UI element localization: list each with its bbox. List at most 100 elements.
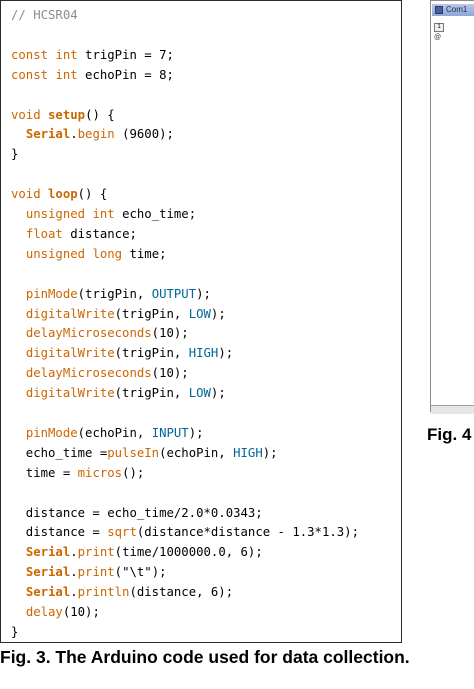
code-line: digitalWrite(trigPin, HIGH); xyxy=(11,343,233,363)
code-token: ); xyxy=(196,286,211,301)
code-token: digitalWrite xyxy=(25,346,115,361)
code-line: echo_time =pulseIn(echoPin, HIGH); xyxy=(11,443,278,463)
code-token: distance; xyxy=(62,226,137,241)
code-token: (trigPin, xyxy=(114,346,189,361)
figure-4-caption: Fig. 4 xyxy=(427,425,472,444)
code-token xyxy=(11,366,26,380)
code-token: (echoPin, xyxy=(159,445,234,460)
code-token xyxy=(11,605,26,619)
code-token: (distance, 6); xyxy=(129,585,234,600)
code-token: HIGH xyxy=(188,346,219,361)
window-title-text: Com1 xyxy=(446,5,468,14)
code-token xyxy=(11,386,26,400)
code-token xyxy=(41,108,48,122)
code-token: long xyxy=(92,246,123,261)
code-line: digitalWrite(trigPin, LOW); xyxy=(11,304,226,324)
code-token: const xyxy=(11,47,49,62)
code-token: LOW xyxy=(188,306,211,321)
code-token: Serial xyxy=(25,585,71,600)
code-token: Serial xyxy=(25,545,71,560)
code-line: Serial.print(time/1000000.0, 6); xyxy=(11,542,263,562)
code-token: delayMicroseconds xyxy=(25,326,152,341)
code-token: print xyxy=(77,565,115,580)
code-token: distance = xyxy=(11,525,108,540)
code-token: void xyxy=(11,187,41,202)
code-token: println xyxy=(77,585,130,600)
code-token: LOW xyxy=(188,386,211,401)
code-token: begin xyxy=(77,127,115,142)
code-line: Serial.begin (9600); xyxy=(11,124,174,144)
code-line: pinMode(echoPin, INPUT); xyxy=(11,423,204,443)
code-line: const int trigPin = 7; xyxy=(11,45,174,65)
code-line: const int echoPin = 8; xyxy=(11,65,174,85)
code-token: ); xyxy=(188,425,204,440)
code-token: echo_time = xyxy=(11,445,108,460)
window-status-bar xyxy=(431,405,474,414)
code-token: } xyxy=(11,624,19,639)
code-line: delayMicroseconds(10); xyxy=(11,323,189,343)
code-token: pulseIn xyxy=(107,445,160,460)
code-token: Serial xyxy=(25,565,71,580)
code-token: . xyxy=(70,127,78,142)
code-token: HIGH xyxy=(233,445,263,460)
code-token: time = xyxy=(11,465,78,480)
serial-monitor-window: Com1 1 @ xyxy=(430,0,474,414)
code-token xyxy=(11,326,26,340)
code-token: void xyxy=(11,107,41,122)
code-token: digitalWrite xyxy=(25,386,115,401)
code-token: delayMicroseconds xyxy=(25,366,152,381)
code-line: distance = echo_time/2.0*0.0343; xyxy=(11,503,263,523)
code-token: ("\t"); xyxy=(114,565,167,580)
code-token xyxy=(11,207,26,221)
code-token xyxy=(11,227,26,241)
code-token: ); xyxy=(210,386,226,401)
code-token: time; xyxy=(122,246,167,261)
code-token: unsigned xyxy=(25,207,86,221)
code-token: loop xyxy=(48,187,78,202)
code-token: (trigPin, xyxy=(114,306,189,321)
code-line: Serial.println(distance, 6); xyxy=(11,582,233,602)
code-line: delayMicroseconds(10); xyxy=(11,363,189,383)
code-token: int xyxy=(55,67,78,82)
code-token: (time/1000000.0, 6); xyxy=(114,545,263,560)
code-token: } xyxy=(11,147,19,162)
code-token: ); xyxy=(210,306,226,321)
code-token: digitalWrite xyxy=(25,306,115,321)
code-token xyxy=(11,585,26,599)
figure-3-caption: Fig. 3. The Arduino code used for data c… xyxy=(0,647,410,667)
code-token xyxy=(11,307,26,321)
code-token: (10); xyxy=(151,326,189,341)
code-token xyxy=(11,247,26,261)
code-token: pinMode xyxy=(25,286,78,301)
code-token: Serial xyxy=(25,127,71,142)
code-token xyxy=(11,426,26,440)
code-token xyxy=(11,127,26,141)
window-title-bar[interactable]: Com1 xyxy=(432,4,474,16)
code-token: (trigPin, xyxy=(114,386,189,401)
code-token: echo_time; xyxy=(114,207,197,221)
code-token: (trigPin, xyxy=(77,286,152,301)
code-token: (10); xyxy=(151,366,189,381)
code-line: distance = sqrt(distance*distance - 1.3*… xyxy=(11,522,359,542)
code-token: sqrt xyxy=(107,525,137,540)
code-line: void loop() { xyxy=(11,184,107,204)
code-line: } xyxy=(11,622,18,642)
code-token: (9600); xyxy=(114,127,174,142)
code-line: void setup() { xyxy=(11,105,115,125)
code-token: unsigned xyxy=(25,246,86,261)
code-token: const xyxy=(11,67,49,82)
code-token: print xyxy=(77,545,115,560)
code-token: ); xyxy=(218,346,234,361)
code-token: micros xyxy=(77,465,123,480)
code-line: // HCSR04 xyxy=(11,5,78,25)
code-token: (distance*distance - 1.3*1.3); xyxy=(136,525,359,540)
code-token: () { xyxy=(77,187,108,202)
code-token: // HCSR04 xyxy=(11,8,78,22)
code-token: . xyxy=(70,565,78,580)
code-token: int xyxy=(92,207,115,221)
code-line: delay(10); xyxy=(11,602,100,622)
code-line: digitalWrite(trigPin, LOW); xyxy=(11,383,226,403)
serial-send-field[interactable]: 1 xyxy=(434,23,444,32)
code-line: float distance; xyxy=(11,224,137,244)
code-line: time = micros(); xyxy=(11,463,144,483)
